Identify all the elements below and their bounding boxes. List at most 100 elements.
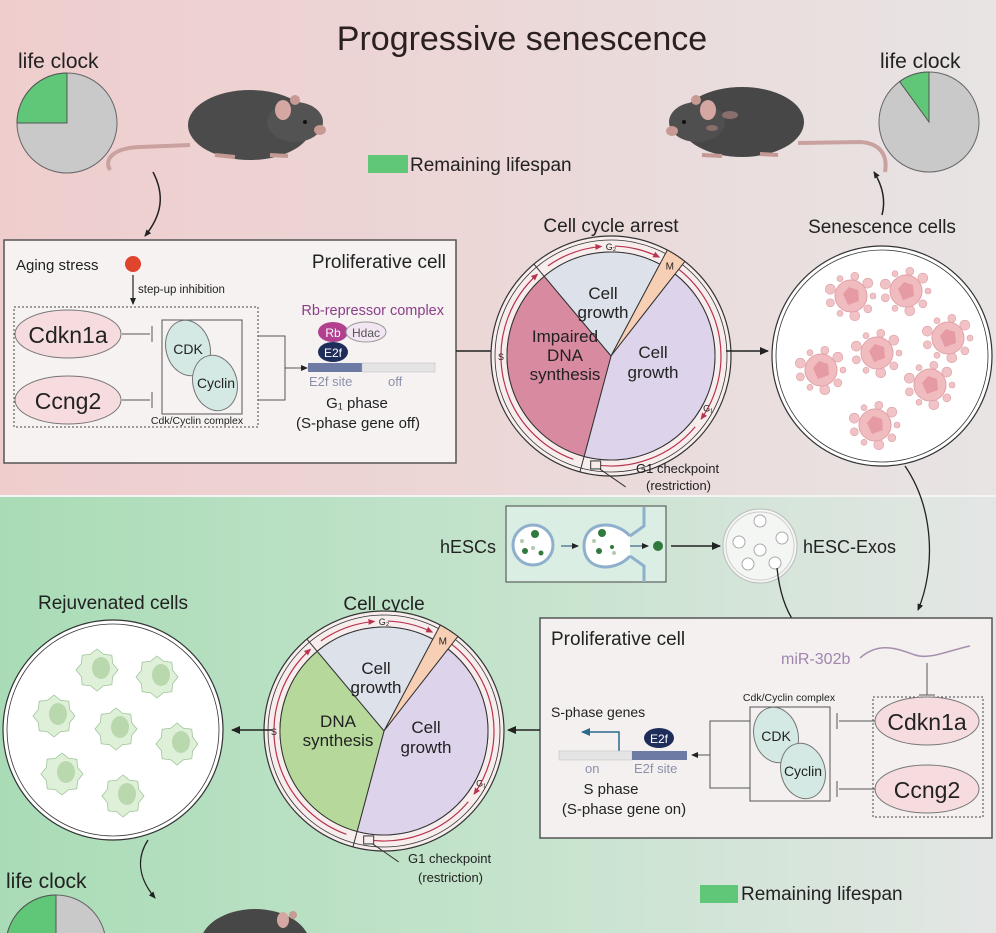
e2f-site-bar-bottom <box>632 751 687 760</box>
senescent-cell <box>922 314 974 363</box>
gene-bar-off <box>361 362 436 373</box>
g2-growth-label-1: Cell <box>361 659 390 678</box>
s-phase-label: S phase <box>583 781 638 798</box>
cdkn1a-node <box>14 309 122 359</box>
rejuvenated-cells <box>32 648 199 818</box>
life-clock-pie-right <box>878 71 980 173</box>
pie-remaining-slice <box>898 71 930 124</box>
g2-label: G₂ <box>606 242 617 252</box>
s-label: S <box>498 352 504 362</box>
rejuvenated-cell <box>155 722 199 766</box>
proliferative-cell-box-top: Proliferative cell Aging stress step-up … <box>3 239 457 464</box>
rejuvenated-mouse-icon <box>203 909 307 933</box>
on-label: on <box>585 761 599 776</box>
g1-label: G₁ <box>703 404 713 414</box>
g1-growth-label-2: growth <box>627 363 678 382</box>
g2-growth-label-1: Cell <box>588 284 617 303</box>
mir-302b-strand <box>859 645 971 659</box>
legend-label-bottom: Remaining lifespan <box>741 884 903 905</box>
ccng2-label: Ccng2 <box>35 388 101 414</box>
e2f-site-label-top: E2f site <box>309 374 352 389</box>
g2-growth-label-2: growth <box>577 303 628 322</box>
cyclin-label-bottom: Cyclin <box>784 763 822 779</box>
legend-label-top: Remaining lifespan <box>410 155 572 176</box>
rejuvenated-cell <box>75 648 119 692</box>
restriction-label-bottom: (restriction) <box>418 870 483 885</box>
checkpoint-marker <box>590 460 602 470</box>
legend-swatch-top <box>368 155 408 173</box>
life-clock-label-right: life clock <box>880 50 961 73</box>
cdk-label-bottom: CDK <box>761 728 791 744</box>
box-title-bottom: Proliferative cell <box>551 629 685 650</box>
senescent-cell <box>851 329 903 378</box>
rb-node <box>318 322 348 342</box>
proliferative-cell-box-bottom: Proliferative cell miR-302b Cdkn1a Ccng2… <box>539 617 993 839</box>
e2f-node-top <box>318 342 348 362</box>
cycle-title: Cell cycle <box>343 594 424 615</box>
s-phase-note: (S-phase gene on) <box>562 801 686 818</box>
g2-growth-label-2: growth <box>350 678 401 697</box>
rb-complex-label: Rb-repressor complex <box>301 303 444 319</box>
m-phase-sector <box>383 624 459 732</box>
senescence-title: Senescence cells <box>808 217 956 238</box>
life-clock-pie-bottom <box>6 894 106 933</box>
e2f-site-bar <box>308 363 362 372</box>
cell-cycle-arrest-wheel: G₂MG₁SCellgrowthCellgrowthImpairedDNAsyn… <box>490 235 732 488</box>
g1-growth-label-1: Cell <box>411 718 440 737</box>
e2f-site-label-bottom: E2f site <box>634 761 677 776</box>
s-phase-sector <box>506 275 612 458</box>
cycle-arrest-title: Cell cycle arrest <box>543 216 679 237</box>
s-sector-label-1: DNA <box>320 712 357 731</box>
panel-divider <box>0 495 996 497</box>
arrow-senescence-to-box <box>904 465 931 611</box>
life-clock-label-bottom: life clock <box>6 870 87 893</box>
restriction-label-top: (restriction) <box>646 478 711 493</box>
cdkn1a-label: Cdkn1a <box>28 322 107 348</box>
g1-growth-sector <box>356 648 489 836</box>
ccng2-label-bottom: Ccng2 <box>894 777 960 803</box>
hescs-label: hESCs <box>440 537 496 557</box>
g1-growth-label-1: Cell <box>638 343 667 362</box>
cyclin-node <box>192 354 238 412</box>
pie-remaining-slice <box>16 72 68 124</box>
s-sector-label-1: Impaired <box>532 327 598 346</box>
senescent-cells <box>795 267 974 450</box>
checkpoint-label-bottom: G1 checkpoint <box>408 851 491 866</box>
cdk-label: CDK <box>173 341 203 357</box>
ccng2-node <box>14 375 122 425</box>
young-mouse-icon <box>106 90 326 172</box>
m-phase-sector <box>610 249 686 357</box>
off-label: off <box>388 374 403 389</box>
s-sector-label-2: DNA <box>547 346 584 365</box>
aging-stress-dot <box>125 256 141 272</box>
inhibitor-group <box>13 306 259 428</box>
cyclin-label: Cyclin <box>197 375 235 391</box>
legend-swatch-bottom <box>700 885 738 903</box>
g2-growth-sector <box>316 626 434 732</box>
senescent-cell <box>904 361 956 410</box>
exos-label: hESC-Exos <box>803 537 896 557</box>
box-title-top: Proliferative cell <box>312 252 446 273</box>
life-clock-label-left: life clock <box>18 50 99 73</box>
cdk-cyclin-box <box>161 319 243 415</box>
e2f-label-bottom: E2f <box>650 732 669 746</box>
senescent-cell <box>880 267 932 316</box>
s-phase-sector <box>279 650 385 833</box>
rejuvenated-cell <box>94 707 138 751</box>
rejuvenated-title: Rejuvenated cells <box>38 593 188 614</box>
complex-label: Cdk/Cyclin complex <box>151 415 244 427</box>
checkpoint-marker <box>363 835 375 845</box>
s-label: S <box>271 727 277 737</box>
rejuvenated-cell <box>135 655 179 699</box>
exosomes-dish <box>722 508 798 584</box>
gene-bar-on <box>558 750 633 761</box>
hdac-label: Hdac <box>352 326 380 340</box>
life-clock-pie-left <box>16 72 118 174</box>
m-label: M <box>439 636 447 647</box>
senescent-cell <box>795 346 847 395</box>
pie-remaining-slice <box>7 894 57 933</box>
g1-growth-label-2: growth <box>400 738 451 757</box>
mir-302b-label: miR-302b <box>781 651 850 668</box>
